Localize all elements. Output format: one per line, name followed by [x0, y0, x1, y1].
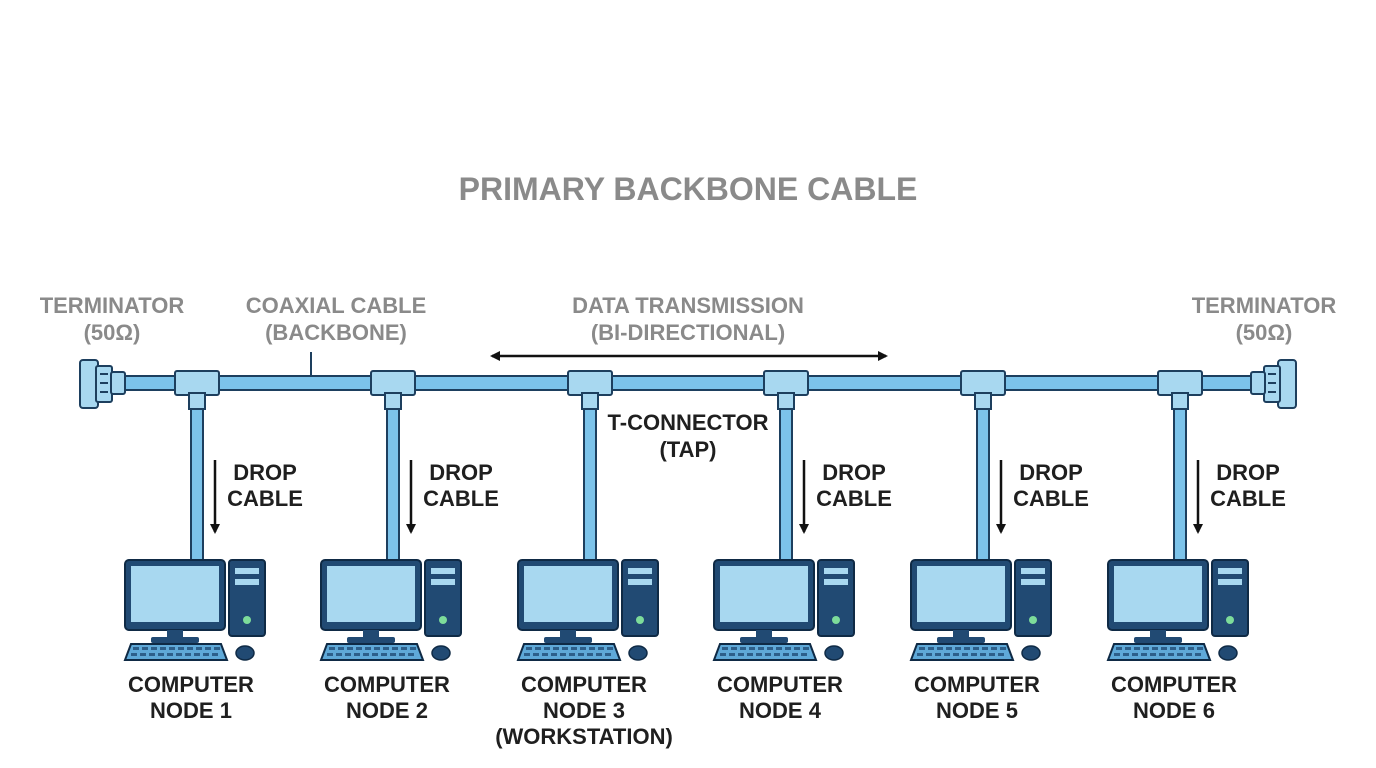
node-label: COMPUTER [1111, 672, 1237, 697]
node-label: NODE 3 [543, 698, 625, 723]
drop-cable-label: CABLE [816, 486, 892, 511]
mouse-icon [431, 645, 451, 661]
monitor-icon [1107, 559, 1209, 643]
terminator-right-icon [1250, 359, 1297, 409]
drop-cable-label: DROP [822, 460, 886, 485]
keyboard-icon [123, 643, 229, 661]
node-label: COMPUTER [128, 672, 254, 697]
tower-icon [228, 559, 266, 637]
keyboard-icon [516, 643, 622, 661]
t-connector-icon [763, 370, 809, 410]
monitor-icon [517, 559, 619, 643]
tower-icon [1014, 559, 1052, 637]
mouse-icon [1218, 645, 1238, 661]
node-label: COMPUTER [324, 672, 450, 697]
t-connector-label: T-CONNECTOR [608, 410, 769, 435]
drop-cable-line [386, 391, 400, 565]
mouse-icon [1021, 645, 1041, 661]
backbone-cable [109, 375, 1271, 391]
t-connector-icon [567, 370, 613, 410]
drop-cable-line [779, 391, 793, 565]
terminator-left-value: (50Ω) [84, 320, 141, 345]
node-label: COMPUTER [717, 672, 843, 697]
node-label: NODE 6 [1133, 698, 1215, 723]
node-label: NODE 4 [739, 698, 822, 723]
monitor-icon [910, 559, 1012, 643]
monitor-icon [320, 559, 422, 643]
drop-cable-line [583, 391, 597, 565]
mouse-icon [628, 645, 648, 661]
node-label: COMPUTER [914, 672, 1040, 697]
data-transmission-sublabel: (BI-DIRECTIONAL) [591, 320, 785, 345]
drop-cable-label: CABLE [227, 486, 303, 511]
drop-cable-label: CABLE [423, 486, 499, 511]
node-label: COMPUTER [521, 672, 647, 697]
t-connector-icon [370, 370, 416, 410]
coaxial-cable-sublabel: (BACKBONE) [265, 320, 407, 345]
drop-cable-line [976, 391, 990, 565]
terminator-right-value: (50Ω) [1236, 320, 1293, 345]
mouse-icon [235, 645, 255, 661]
drop-cable-label: CABLE [1013, 486, 1089, 511]
diagram-title: PRIMARY BACKBONE CABLE [459, 171, 918, 207]
t-connector-icon [960, 370, 1006, 410]
drop-cable-label: DROP [1216, 460, 1280, 485]
terminator-left-icon [79, 359, 126, 409]
drop-cable-label: DROP [233, 460, 297, 485]
terminator-right-label: TERMINATOR [1192, 293, 1337, 318]
coaxial-cable-label: COAXIAL CABLE [246, 293, 427, 318]
data-transmission-label: DATA TRANSMISSION [572, 293, 804, 318]
tower-icon [621, 559, 659, 637]
keyboard-icon [909, 643, 1015, 661]
keyboard-icon [1106, 643, 1212, 661]
monitor-icon [124, 559, 226, 643]
tower-icon [424, 559, 462, 637]
drop-cable-line [190, 391, 204, 565]
terminator-left-label: TERMINATOR [40, 293, 185, 318]
t-connector-icon [1157, 370, 1203, 410]
drop-cable-label: DROP [1019, 460, 1083, 485]
keyboard-icon [319, 643, 425, 661]
monitor-icon [713, 559, 815, 643]
t-connector-sublabel: (TAP) [659, 437, 716, 462]
tower-icon [1211, 559, 1249, 637]
drop-cable-label: CABLE [1210, 486, 1286, 511]
node-label: NODE 1 [150, 698, 232, 723]
node-label: NODE 5 [936, 698, 1018, 723]
keyboard-icon [712, 643, 818, 661]
node-label: NODE 2 [346, 698, 428, 723]
drop-cable-line [1173, 391, 1187, 565]
t-connector-icon [174, 370, 220, 410]
drop-cable-label: DROP [429, 460, 493, 485]
tower-icon [817, 559, 855, 637]
mouse-icon [824, 645, 844, 661]
node-sublabel: (WORKSTATION) [495, 724, 673, 749]
